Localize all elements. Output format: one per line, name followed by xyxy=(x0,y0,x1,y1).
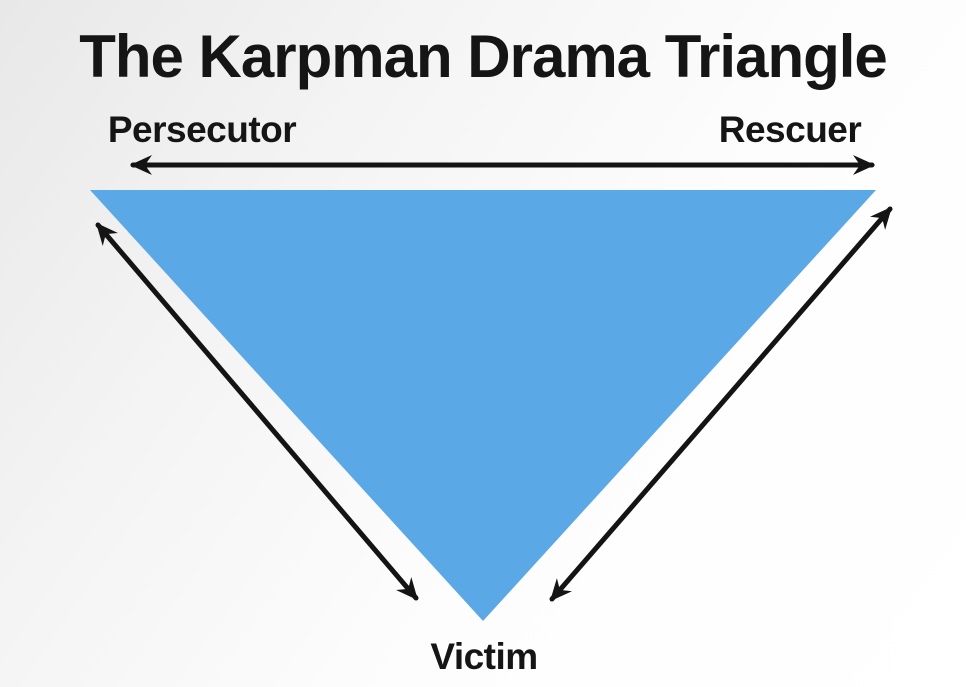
label-persecutor: Persecutor xyxy=(108,109,296,150)
arrow-rescuer-victim xyxy=(549,206,893,602)
diagram-title: The Karpman Drama Triangle xyxy=(79,23,887,90)
arrow-persecutor-victim xyxy=(95,222,419,601)
label-rescuer: Rescuer xyxy=(719,109,862,150)
label-victim: Victim xyxy=(430,636,537,677)
triangle-shape xyxy=(90,190,876,621)
